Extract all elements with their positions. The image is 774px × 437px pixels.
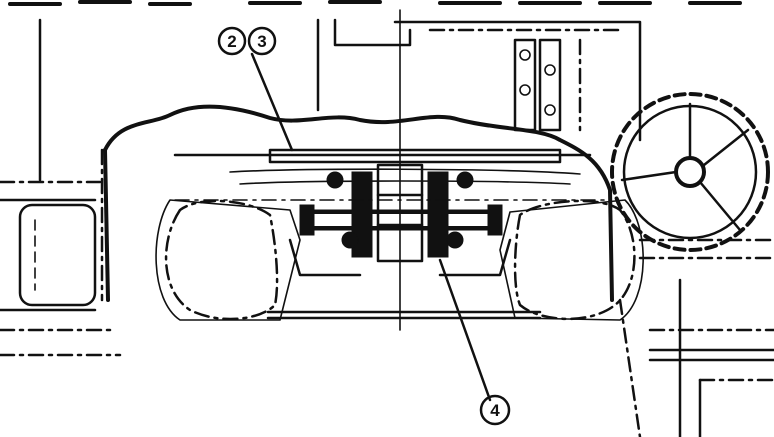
handwheel <box>610 92 770 252</box>
housing-outline <box>103 104 614 320</box>
left-frame <box>0 18 122 357</box>
callout-3: 3 <box>247 26 277 56</box>
leader-lines <box>250 52 492 402</box>
callout-2: 2 <box>217 26 247 56</box>
right-frame <box>618 238 774 437</box>
centerlines <box>174 9 611 331</box>
cropped-title-fragments <box>8 0 742 6</box>
right-tyre <box>499 199 644 321</box>
callout-2-label: 2 <box>227 32 236 51</box>
callout-4: 4 <box>479 394 511 426</box>
left-tyre <box>155 199 301 321</box>
callout-3-label: 3 <box>257 32 266 51</box>
callout-4-label: 4 <box>490 401 500 420</box>
